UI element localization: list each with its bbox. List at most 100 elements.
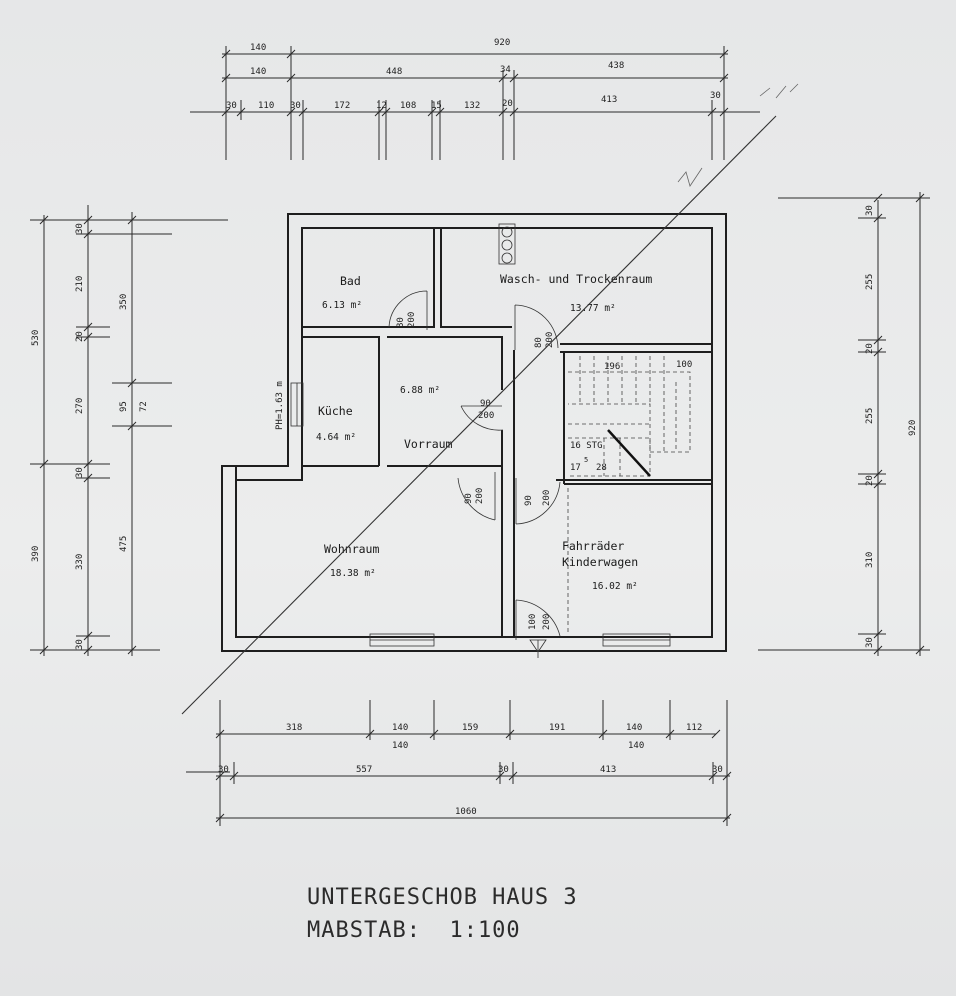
dim-left-30b: 30 — [75, 467, 85, 478]
dim-bottom-413: 413 — [600, 765, 616, 775]
stair-ratio-b: 5 — [584, 456, 588, 464]
dim-left-30a: 30 — [75, 223, 85, 234]
dim-top-3-g: 15 — [431, 101, 442, 111]
door-fahrraeder — [515, 478, 561, 525]
scribble-mark — [677, 83, 799, 187]
dim-top-3-e: 12 — [376, 101, 387, 111]
room-wasch-name: Wasch- und Trockenraum — [500, 272, 652, 286]
door-bad-w: 80 — [396, 317, 406, 328]
top-dimensions: 140 920 140 448 34 438 30 110 30 172 12 … — [190, 38, 760, 160]
dim-right-255a: 255 — [865, 274, 875, 290]
door-bad — [388, 290, 428, 330]
room-wohnraum-name: Wohnraum — [324, 542, 379, 556]
dim-right-255b: 255 — [865, 408, 875, 424]
dim-right-920: 920 — [908, 420, 918, 436]
washer-icon — [498, 223, 516, 265]
dim-top-3-k: 30 — [710, 91, 721, 101]
door-wohnraum — [457, 472, 496, 521]
dim-left-390: 390 — [31, 546, 41, 562]
dim-bottom-140b: 140 — [626, 723, 642, 733]
door-vorraum — [460, 405, 504, 431]
dim-bottom-1060: 1060 — [455, 807, 477, 817]
door-wasch-h: 200 — [545, 332, 555, 348]
room-bad-name: Bad — [340, 274, 361, 288]
door-entry — [515, 599, 561, 640]
walls — [221, 213, 727, 652]
dim-top-3-b: 110 — [258, 101, 274, 111]
dim-bottom-30c: 30 — [712, 765, 723, 775]
dim-top-2-c: 34 — [500, 65, 511, 75]
door-fahr-h: 200 — [542, 490, 552, 506]
stair-ratio-a: 17 — [570, 463, 581, 473]
dim-bottom-191: 191 — [549, 723, 565, 733]
door-wasch — [514, 304, 559, 350]
dim-top-1-b: 920 — [494, 38, 510, 48]
dim-left-95: 95 — [119, 401, 129, 412]
dim-bottom-30a: 30 — [218, 765, 229, 775]
door-wohn-h: 200 — [475, 488, 485, 504]
dim-left-20: 20 — [75, 331, 85, 342]
dim-left-30c: 30 — [75, 639, 85, 650]
room-kueche-area: 4.64 m² — [316, 432, 356, 443]
dim-top-2-b: 448 — [386, 67, 402, 77]
dim-bottom-112: 112 — [686, 723, 702, 733]
room-wasch-area: 13.77 m² — [570, 303, 616, 314]
room-kinderwagen-name: Kinderwagen — [562, 555, 638, 569]
room-fahrraeder-area: 16.02 m² — [592, 581, 638, 592]
door-vor-h: 200 — [478, 411, 494, 421]
dim-top-1-a: 140 — [250, 43, 266, 53]
diagonal-line — [181, 115, 777, 715]
dim-bottom-140a: 140 — [392, 723, 408, 733]
room-bad-area: 6.13 m² — [322, 300, 362, 311]
dim-top-3-h: 132 — [464, 101, 480, 111]
dim-bottom-140d: 140 — [628, 741, 644, 751]
room-vorraum-name: Vorraum — [404, 437, 453, 451]
dim-right-20b: 20 — [865, 475, 875, 486]
dim-bottom-30b: 30 — [498, 765, 509, 775]
dim-top-3-a: 30 — [226, 101, 237, 111]
door-wohn-w: 90 — [464, 493, 474, 504]
dim-left-210: 210 — [75, 276, 85, 292]
entry-arrow-icon — [529, 639, 547, 658]
dim-top-2-a: 140 — [250, 67, 266, 77]
door-labels: 80 200 80 200 90 200 90 200 90 200 100 2… — [396, 312, 555, 630]
dim-top-3-f: 108 — [400, 101, 416, 111]
door-vor-w: 90 — [480, 399, 491, 409]
stair-ratio-c: 28 — [596, 463, 607, 473]
dim-bottom-557: 557 — [356, 765, 372, 775]
stair-steps: 16 STG — [570, 441, 603, 451]
door-wasch-w: 80 — [534, 337, 544, 348]
stair-len-1: 196 — [604, 362, 620, 372]
dim-right-20a: 20 — [865, 343, 875, 354]
dim-left-72: 72 — [139, 401, 149, 412]
dim-left-270: 270 — [75, 398, 85, 414]
dim-right-30a: 30 — [865, 205, 875, 216]
stair-len-2: 100 — [676, 360, 692, 370]
dim-bottom-318: 318 — [286, 723, 302, 733]
room-labels: Bad 6.13 m² Wasch- und Trockenraum 13.77… — [275, 272, 652, 592]
left-dimensions: 530 390 30 210 20 270 30 330 30 350 95 7… — [30, 205, 228, 656]
dim-top-3-d: 172 — [334, 101, 350, 111]
doors — [388, 290, 561, 658]
door-entry-w: 100 — [528, 614, 538, 630]
bottom-dimensions: 318 140 159 191 140 112 140 140 30 557 3… — [186, 700, 732, 826]
door-entry-h: 200 — [542, 614, 552, 630]
dim-top-3-i: 20 — [502, 99, 513, 109]
dim-bottom-140c: 140 — [392, 741, 408, 751]
room-vorraum-area: 6.88 m² — [400, 385, 440, 396]
room-fahrraeder-name: Fahrräder — [562, 539, 624, 553]
dim-top-2-d: 438 — [608, 61, 624, 71]
dim-bottom-159: 159 — [462, 723, 478, 733]
door-fahr-w: 90 — [524, 495, 534, 506]
stairs: 196 100 16 STG 17 5 28 — [568, 356, 692, 477]
door-bad-h: 200 — [407, 312, 417, 328]
plan-scale: MABSTAB: 1:100 — [307, 918, 521, 943]
dim-left-330: 330 — [75, 554, 85, 570]
dim-left-350: 350 — [119, 294, 129, 310]
room-wohnraum-area: 18.38 m² — [330, 568, 376, 579]
right-dimensions: 30 255 20 255 20 310 30 920 — [758, 192, 930, 656]
plan-title: UNTERGESCHOB HAUS 3 — [307, 885, 578, 910]
dim-left-530: 530 — [31, 330, 41, 346]
room-kueche-name: Küche — [318, 404, 353, 418]
